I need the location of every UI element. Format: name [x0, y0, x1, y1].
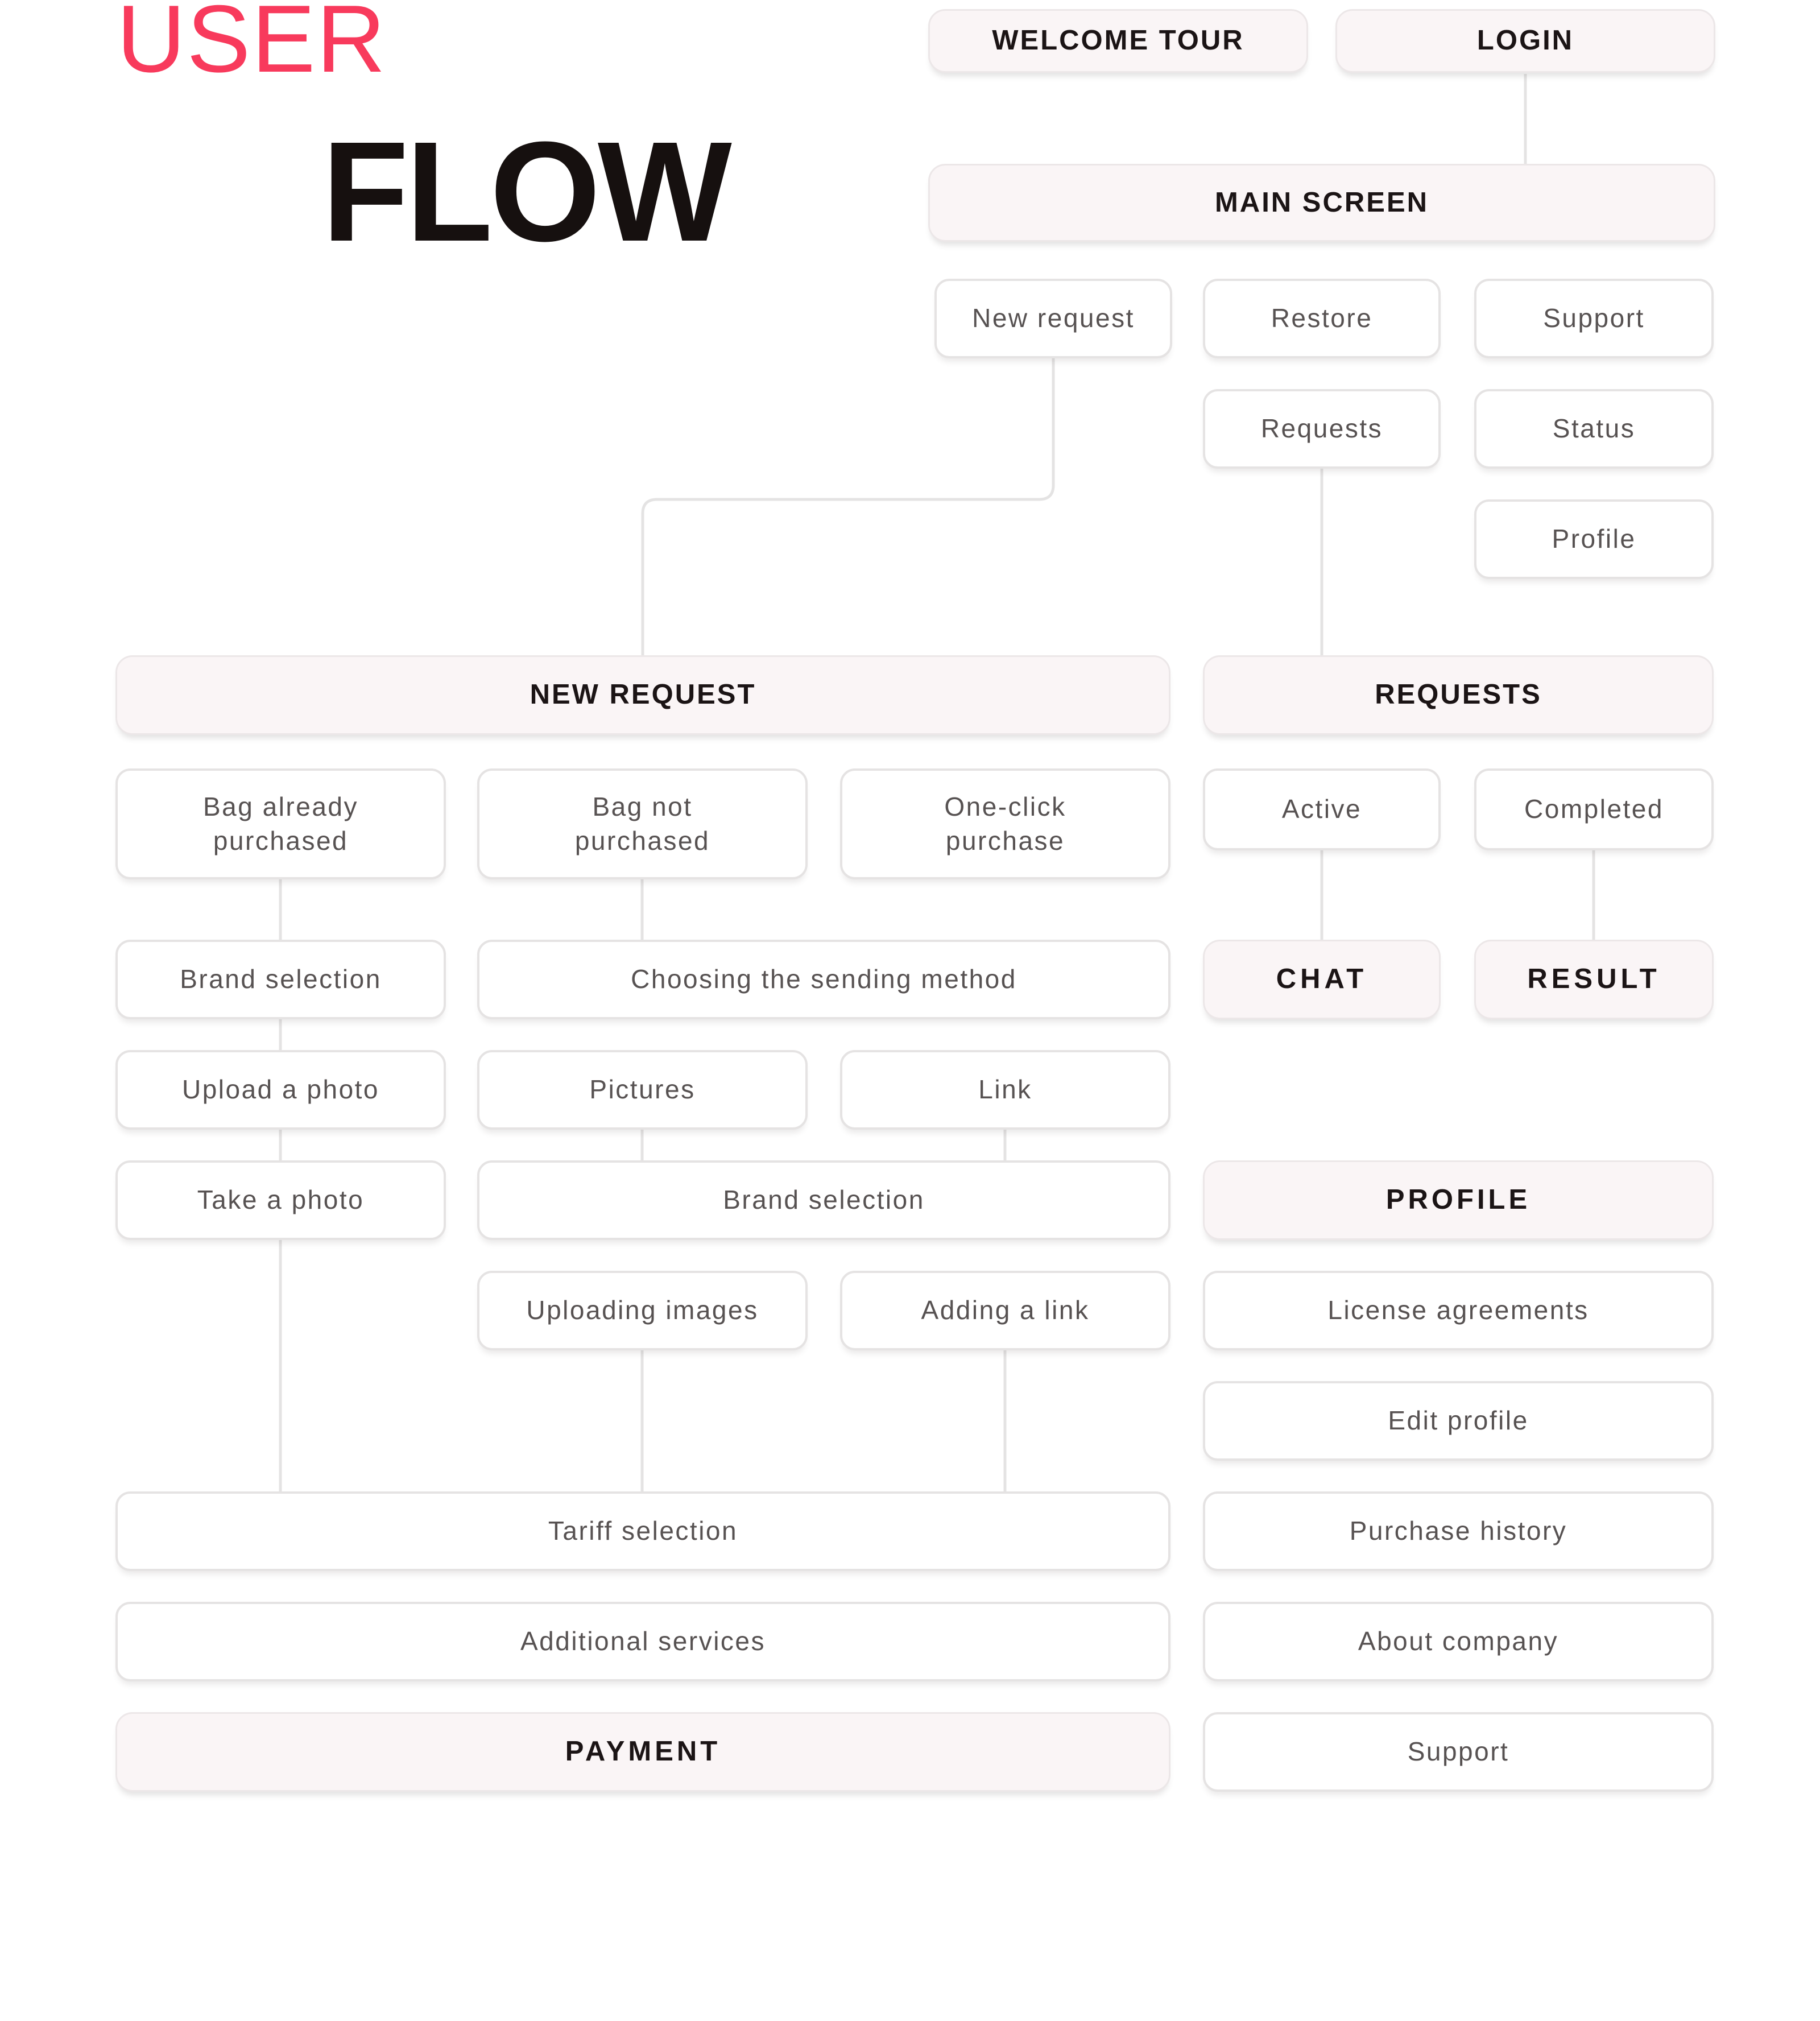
node-status: Status — [1474, 389, 1714, 469]
node-link: Link — [840, 1050, 1170, 1130]
node-choosing-sending-method: Choosing the sending method — [477, 940, 1170, 1019]
node-brand-selection: Brand selection — [115, 940, 446, 1019]
node-edit-profile: Edit profile — [1203, 1381, 1714, 1461]
node-requests: Requests — [1203, 389, 1441, 469]
node-new-request-header: NEW REQUEST — [115, 655, 1170, 735]
node-one-click-purchase: One-click purchase — [840, 768, 1170, 879]
node-chat: CHAT — [1203, 940, 1441, 1019]
node-take-a-photo: Take a photo — [115, 1160, 446, 1240]
node-pictures: Pictures — [477, 1050, 808, 1130]
node-restore: Restore — [1203, 279, 1441, 358]
node-result: RESULT — [1474, 940, 1714, 1019]
node-payment: PAYMENT — [115, 1712, 1170, 1792]
node-bag-not-purchased: Bag not purchased — [477, 768, 808, 879]
node-adding-a-link: Adding a link — [840, 1271, 1170, 1350]
node-main-screen: MAIN SCREEN — [928, 164, 1715, 242]
node-support: Support — [1474, 279, 1714, 358]
node-upload-a-photo: Upload a photo — [115, 1050, 446, 1130]
node-profile-header: PROFILE — [1203, 1160, 1714, 1240]
node-about-company: About company — [1203, 1602, 1714, 1681]
connector-new-request-elbow — [641, 357, 1055, 658]
node-bag-already-purchased: Bag already purchased — [115, 768, 446, 879]
node-login: LOGIN — [1335, 9, 1715, 73]
node-support-profile: Support — [1203, 1712, 1714, 1792]
node-brand-selection-2: Brand selection — [477, 1160, 1170, 1240]
title-word-flow: FLOW — [322, 112, 732, 271]
node-additional-services: Additional services — [115, 1602, 1170, 1681]
node-requests-header: REQUESTS — [1203, 655, 1714, 735]
node-new-request: New request — [934, 279, 1172, 358]
node-completed: Completed — [1474, 768, 1714, 850]
node-profile: Profile — [1474, 499, 1714, 579]
node-welcome-tour: WELCOME TOUR — [928, 9, 1308, 73]
node-uploading-images: Uploading images — [477, 1271, 808, 1350]
title-word-user: USER — [117, 0, 387, 92]
node-active: Active — [1203, 768, 1441, 850]
node-purchase-history: Purchase history — [1203, 1491, 1714, 1571]
node-tariff-selection: Tariff selection — [115, 1491, 1170, 1571]
node-license-agreements: License agreements — [1203, 1271, 1714, 1350]
